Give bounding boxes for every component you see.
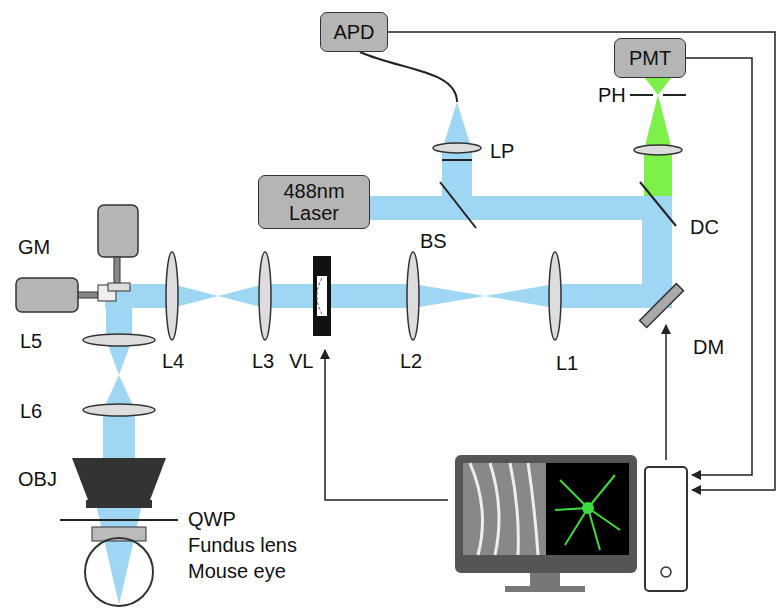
part-label: VL: [289, 350, 313, 372]
filter: [442, 159, 472, 161]
galvo-motor: [98, 205, 138, 257]
monitor-stand: [530, 573, 560, 587]
control-wire: [325, 350, 448, 500]
part-label: L5: [20, 330, 42, 352]
part-label: QWP: [188, 508, 236, 530]
control-wire: [665, 325, 667, 460]
beam-cone: [218, 284, 265, 308]
lens: [407, 252, 419, 340]
signal-wire: [388, 32, 775, 490]
part-label: L3: [252, 350, 274, 372]
part-label: L6: [20, 400, 42, 422]
objective: [72, 458, 166, 500]
part-label: BS: [420, 230, 447, 252]
quarter-wave-plate: [60, 519, 178, 521]
lens: [634, 145, 682, 155]
laser-beam: [370, 196, 672, 220]
beam-cone: [485, 284, 555, 308]
part-label: LP: [490, 140, 514, 162]
lens: [549, 252, 561, 340]
lens: [83, 334, 155, 346]
emission-focus: [644, 95, 672, 150]
power-button: [661, 567, 671, 577]
beam-cone: [95, 500, 143, 605]
computer-tower: [645, 467, 687, 591]
part-label: Fundus lens: [188, 534, 297, 556]
signal-wire: [686, 58, 752, 475]
lens: [433, 143, 481, 153]
objective: [86, 500, 152, 508]
galvo-shaft: [78, 292, 98, 298]
part-label: L1: [556, 352, 578, 374]
part-label: DM: [693, 336, 724, 358]
lens: [83, 404, 155, 416]
variable-lens: [317, 278, 322, 314]
neuron-image: [555, 475, 620, 550]
neuron-image: [546, 463, 629, 555]
part-label: L4: [162, 350, 184, 372]
part-label: OBJ: [18, 468, 57, 490]
part-label: DC: [690, 216, 719, 238]
beam-cone: [172, 284, 218, 308]
lens: [259, 252, 271, 340]
beam-splitter: [440, 182, 476, 228]
lens: [166, 252, 178, 340]
device-name: PMT: [629, 47, 671, 69]
monitor: [455, 455, 637, 573]
device-box: PMT: [614, 38, 686, 78]
variable-lens: [313, 256, 331, 336]
part-label: Mouse eye: [188, 560, 286, 582]
variable-lens: [317, 276, 327, 316]
part-label: GM: [18, 236, 50, 258]
device-box: APD: [320, 12, 388, 52]
pinhole: [663, 94, 686, 96]
beam-cone: [413, 284, 485, 308]
fiber: [360, 52, 457, 102]
main-beam: [265, 284, 413, 308]
retina-image: [463, 463, 546, 555]
emission-diverge: [645, 78, 671, 95]
galvo-mirror: [108, 283, 130, 291]
emission-beam: [644, 150, 672, 196]
scan-beam: [103, 410, 135, 460]
mouse-eye: [85, 538, 153, 606]
monitor-stand: [505, 586, 585, 592]
part-label: L2: [400, 350, 422, 372]
pinhole: [630, 94, 653, 96]
dichroic: [640, 182, 676, 226]
deformable-mirror: [640, 284, 684, 328]
device-name: APD: [333, 21, 374, 43]
galvo-motor: [16, 278, 78, 312]
part-label: PH: [598, 84, 626, 106]
device-box: 488nm Laser: [258, 175, 370, 229]
retina-image: [470, 463, 538, 555]
main-beam: [555, 284, 672, 308]
device-name: 488nm Laser: [263, 180, 365, 224]
galvo-shaft: [114, 257, 120, 285]
